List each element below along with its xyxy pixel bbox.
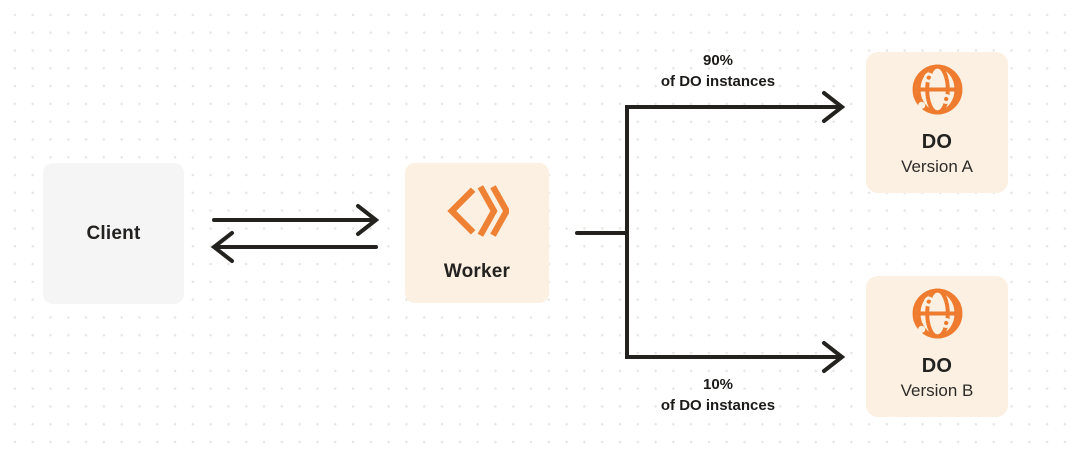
workers-icon <box>445 179 511 243</box>
worker-branch-connector <box>575 91 846 373</box>
top-branch-caption: of DO instances <box>660 73 776 90</box>
do-a-subtitle: Version A <box>901 157 973 176</box>
client-node: Client <box>43 163 184 304</box>
worker-node: Worker <box>405 163 549 303</box>
do-a-title: DO <box>921 131 953 153</box>
worker-to-client-arrow <box>210 231 378 263</box>
top-branch-percent: 90% <box>702 52 734 69</box>
do-b-title: DO <box>921 355 953 377</box>
do-version-b-node: DO Version B <box>866 276 1008 417</box>
bottom-branch-label: 10% of DO instances <box>593 374 843 416</box>
bottom-branch-percent: 10% <box>702 376 734 393</box>
globe-icon <box>909 285 966 342</box>
worker-label: Worker <box>443 261 511 282</box>
client-label: Client <box>86 222 141 244</box>
client-to-worker-arrow <box>212 204 380 236</box>
do-version-a-node: DO Version A <box>866 52 1008 193</box>
bottom-branch-caption: of DO instances <box>660 397 776 414</box>
do-b-subtitle: Version B <box>900 381 974 400</box>
globe-icon <box>909 61 966 118</box>
top-branch-label: 90% of DO instances <box>593 50 843 92</box>
